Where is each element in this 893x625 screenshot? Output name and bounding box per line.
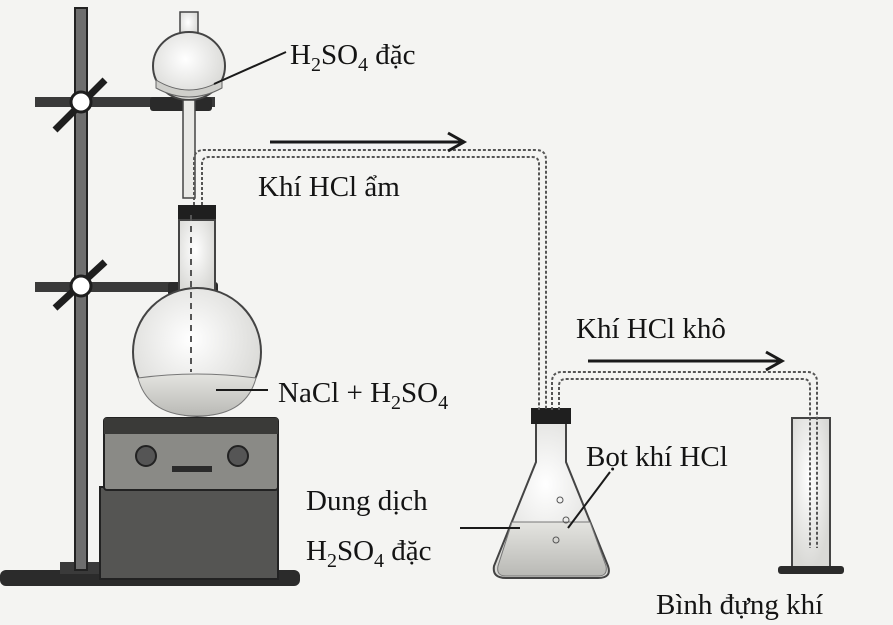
round-bottom-flask — [132, 205, 262, 417]
gas-jar-label: Bình đựng khí — [656, 589, 823, 621]
dropping-funnel — [152, 11, 226, 199]
flow-arrows — [270, 131, 786, 372]
acid-funnel-label: H2SO4 đặc — [290, 39, 416, 76]
leader-lines — [213, 51, 611, 529]
delivery-tubes — [193, 149, 818, 548]
bubbles-label: Bọt khí HCl — [586, 441, 728, 473]
solution-label-line1: Dung dịch — [306, 485, 428, 517]
hot-plate — [99, 417, 279, 580]
wet-gas-label: Khí HCl ẩm — [258, 171, 400, 203]
gas-jar — [778, 417, 844, 574]
reactants-label: NaCl + H2SO4 — [278, 377, 448, 414]
solution-label-line2: H2SO4 đặc — [306, 535, 432, 572]
dry-gas-label: Khí HCl khô — [576, 313, 726, 345]
erlenmeyer-flask — [492, 408, 610, 579]
